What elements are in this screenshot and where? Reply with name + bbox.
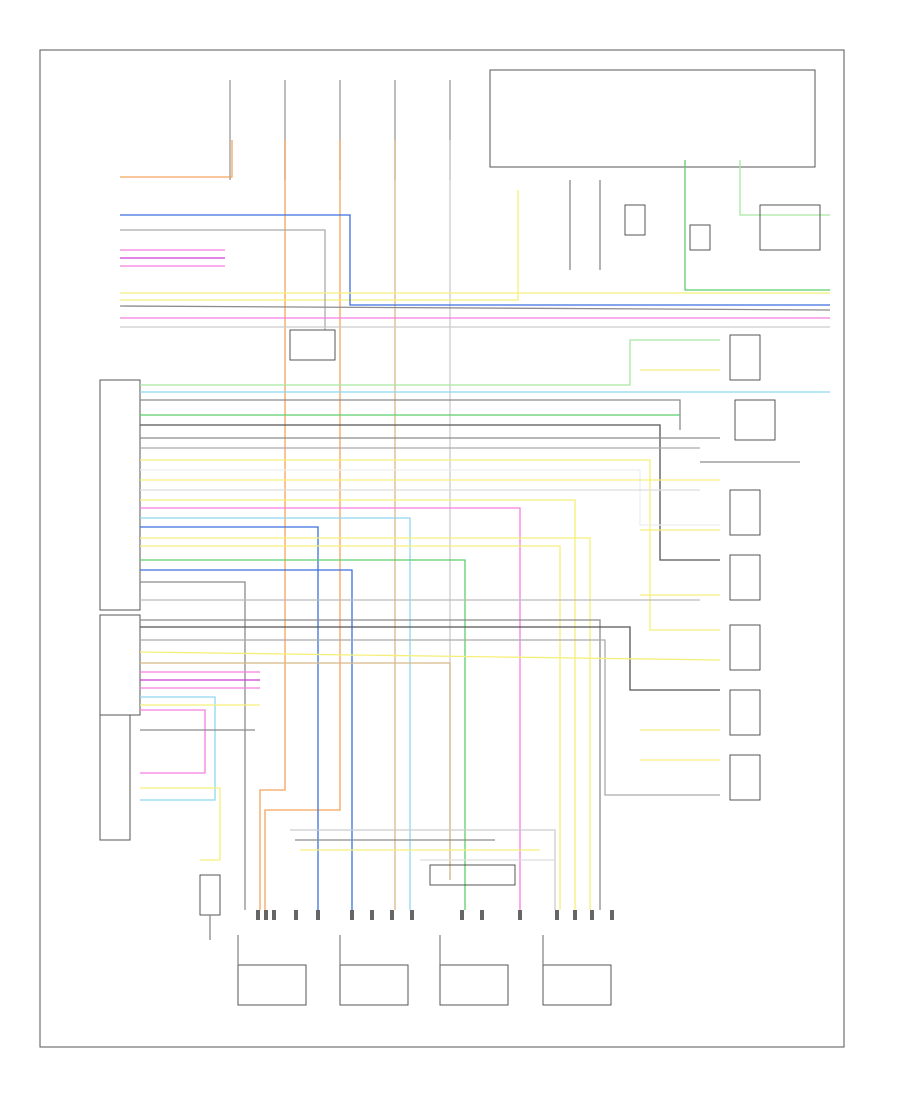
relay-switch-2 <box>689 224 711 251</box>
wire-yellow-relay <box>120 190 519 301</box>
wire-light-green-relay <box>739 160 830 216</box>
bottom-harness <box>290 829 556 910</box>
bottom-left-switch <box>199 874 221 916</box>
bottom-components <box>237 935 612 1006</box>
wire-orange-3 <box>264 140 341 910</box>
wire-green-relay <box>684 160 830 291</box>
upper-harness <box>119 214 831 330</box>
bottom-connector-pins <box>256 910 614 920</box>
main-harness <box>139 339 830 910</box>
upper-module <box>289 329 336 361</box>
right-relays <box>640 334 800 801</box>
wire-orange-1 <box>120 140 233 178</box>
relay-switch-3 <box>759 204 821 251</box>
diagram-frame <box>39 49 845 1048</box>
main-connector-column <box>99 379 141 841</box>
fuse-relay-block <box>489 69 816 168</box>
wire-orange-2 <box>259 140 286 910</box>
relay-switch-1 <box>624 204 646 236</box>
pink-cluster <box>140 671 260 861</box>
